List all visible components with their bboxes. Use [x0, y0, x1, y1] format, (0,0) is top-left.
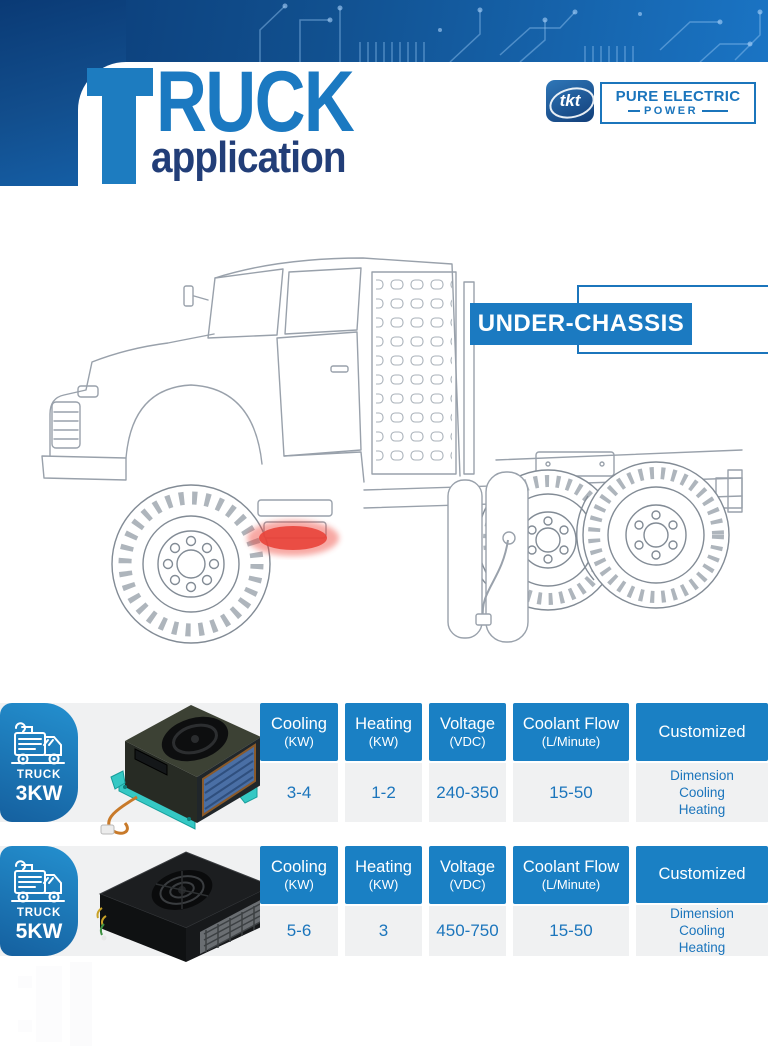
- cell-value: 3: [345, 906, 422, 956]
- cell-value: Dimension Cooling Heating: [636, 905, 768, 956]
- cell-value: 15-50: [513, 906, 629, 956]
- col-voltage: Voltage (VDC) 450-750: [429, 846, 506, 956]
- model-name: TRUCK: [16, 907, 62, 919]
- tkt-logo-text: tkt: [559, 91, 581, 110]
- callout-line-top: [577, 285, 768, 287]
- truck-icon: [11, 860, 65, 903]
- watermark: [18, 962, 92, 1046]
- col-customized: Customized Dimension Cooling Heating: [636, 846, 768, 956]
- col-cooling: Cooling (KW) 5-6: [260, 846, 338, 956]
- brand-name-box: PURE ELECTRIC POWER: [600, 82, 756, 124]
- brand-name: PURE ELECTRIC: [615, 87, 741, 105]
- truck-wireframe-illustration: [41, 257, 743, 644]
- col-header: Customized: [636, 703, 768, 761]
- col-header: Heating (KW): [345, 846, 422, 904]
- col-header: Cooling (KW): [260, 703, 338, 761]
- header-band: [0, 0, 768, 62]
- cell-value: 5-6: [260, 906, 338, 956]
- cell-value: Dimension Cooling Heating: [636, 763, 768, 822]
- col-cooling: Cooling (KW) 3-4: [260, 703, 338, 822]
- brand-name-sub: POWER: [627, 105, 729, 118]
- model-tab-3kw: TRUCK 3KW: [0, 703, 78, 822]
- dash-right: [702, 110, 729, 112]
- cell-value: 15-50: [513, 763, 629, 822]
- model-power: 3KW: [15, 781, 63, 805]
- callout-line-vert-top: [577, 285, 579, 305]
- col-coolant-flow: Coolant Flow (L/Minute) 15-50: [513, 703, 629, 822]
- truck-icon: [11, 721, 65, 764]
- cell-value: 1-2: [345, 763, 422, 822]
- col-header: Heating (KW): [345, 703, 422, 761]
- callout-line-vert-bottom: [577, 345, 579, 354]
- product-photo-5kw: [96, 851, 274, 962]
- cell-value: 450-750: [429, 906, 506, 956]
- col-header: Coolant Flow (L/Minute): [513, 846, 629, 904]
- product-photo-3kw: [100, 705, 261, 835]
- cell-value: 240-350: [429, 763, 506, 822]
- col-customized: Customized Dimension Cooling Heating: [636, 703, 768, 822]
- callout-line-bottom: [577, 352, 768, 354]
- model-tab-5kw: TRUCK 5KW: [0, 846, 78, 956]
- cell-value: 3-4: [260, 763, 338, 822]
- col-header: Coolant Flow (L/Minute): [513, 703, 629, 761]
- logo-letter-t-stem: [102, 68, 136, 184]
- model-name: TRUCK: [16, 768, 62, 781]
- col-coolant-flow: Coolant Flow (L/Minute) 15-50: [513, 846, 629, 956]
- col-header: Voltage (VDC): [429, 846, 506, 904]
- col-header: Customized: [636, 846, 768, 903]
- tkt-logo: tkt: [546, 80, 598, 124]
- under-chassis-highlight: [247, 520, 339, 556]
- product-row-3kw: TRUCK 3KW Cooling (KW): [0, 703, 768, 835]
- under-chassis-label: UNDER-CHASSIS: [470, 303, 692, 345]
- dash-left: [627, 110, 640, 112]
- col-voltage: Voltage (VDC) 240-350: [429, 703, 506, 822]
- product-row-5kw: TRUCK 5KW Cooling (KW): [0, 846, 768, 962]
- spec-table-5kw: Cooling (KW) 5-6 Heating (KW) 3 Voltage …: [260, 846, 768, 956]
- page-title: RUCK: [156, 54, 355, 150]
- col-heating: Heating (KW) 3: [345, 846, 422, 956]
- col-header: Voltage (VDC): [429, 703, 506, 761]
- page-subtitle: application: [151, 133, 347, 182]
- col-heating: Heating (KW) 1-2: [345, 703, 422, 822]
- model-power: 5KW: [15, 920, 63, 943]
- spec-table-3kw: Cooling (KW) 3-4 Heating (KW) 1-2 Voltag…: [260, 703, 768, 822]
- col-header: Cooling (KW): [260, 846, 338, 904]
